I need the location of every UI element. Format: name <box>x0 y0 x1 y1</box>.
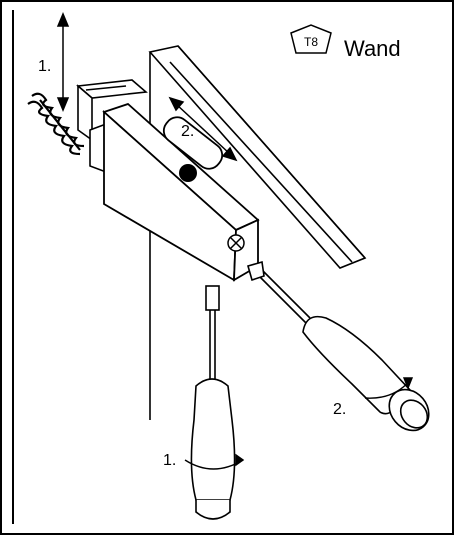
rotate-arrow-vertical <box>184 453 245 470</box>
step-label-height: 1. <box>38 58 51 75</box>
spring-icon <box>27 92 85 156</box>
step-label-screwdriver-2: 2. <box>333 401 346 418</box>
step-label-slide: 2. <box>181 123 194 140</box>
rotate-arrow-diagonal <box>364 377 414 399</box>
tool-badge: T8 <box>290 24 332 54</box>
window-frame <box>148 45 367 420</box>
screwdriver-vertical <box>190 285 236 520</box>
screwdriver-diagonal <box>247 260 430 432</box>
screw-head-icon <box>227 234 245 252</box>
tool-badge-text: T8 <box>304 35 318 49</box>
sliding-block <box>102 102 260 282</box>
locking-pin-icon <box>179 164 197 182</box>
step-label-screwdriver-1: 1. <box>163 452 176 469</box>
height-adjust-arrow <box>56 12 70 112</box>
slide-adjust-arrow <box>168 96 238 162</box>
tool-label: Wand <box>344 36 401 61</box>
clip-bracket <box>76 79 148 174</box>
